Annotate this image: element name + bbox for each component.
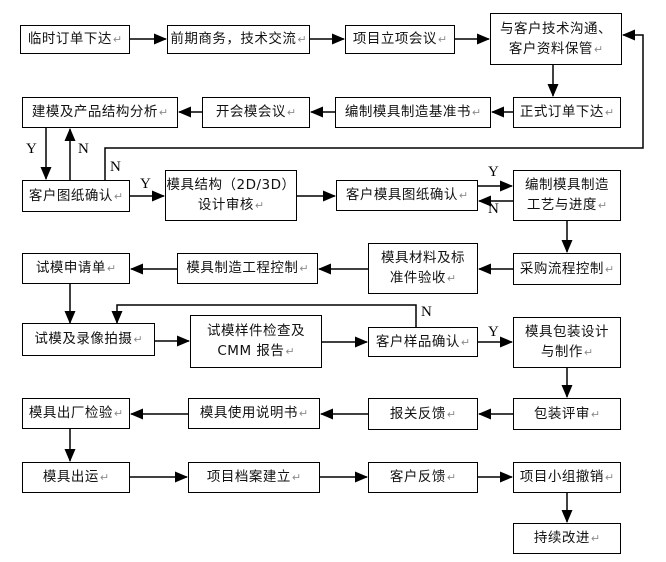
line-break-mark: ↵ bbox=[583, 346, 594, 359]
node-label: 模具材料及标 准件验收 bbox=[381, 250, 465, 286]
line-break-mark: ↵ bbox=[106, 262, 117, 275]
line-break-mark: ↵ bbox=[590, 407, 601, 421]
branch-label-y: Y bbox=[26, 141, 37, 157]
node-label: 试模及录像拍摄 bbox=[34, 331, 133, 347]
node-customer-sample-confirm: 客户样品确认↵ bbox=[368, 327, 478, 357]
line-break-mark: ↵ bbox=[604, 471, 615, 484]
node-label: 客户图纸确认 bbox=[28, 187, 113, 204]
line-break-mark: ↵ bbox=[446, 407, 457, 421]
node-mold-structure-design-review: 模具结构（2D/3D） 设计审核↵ bbox=[165, 170, 297, 221]
node-modeling-structure-analysis: 建模及产品结构分析↵ bbox=[22, 97, 178, 128]
node-pre-business-tech-exchange: 前期商务，技术交流↵ bbox=[167, 25, 310, 54]
branch-label-y: Y bbox=[488, 164, 499, 180]
node-formal-order: 正式订单下达↵ bbox=[513, 97, 621, 128]
node-label: 与客户技术沟通、 客户资料保管 bbox=[500, 20, 612, 57]
line-break-mark: ↵ bbox=[299, 262, 309, 275]
branch-label-n: N bbox=[78, 141, 89, 157]
line-break-mark: ↵ bbox=[133, 333, 143, 346]
line-break-mark: ↵ bbox=[158, 106, 169, 119]
node-label: 试模申请单 bbox=[35, 260, 106, 276]
line-break-mark: ↵ bbox=[458, 189, 469, 202]
node-label: 编制模具制造 工艺与进度 bbox=[525, 177, 609, 213]
arrow-drawing-confirm-to-customer-comm-N bbox=[104, 29, 644, 180]
node-customer-mold-drawing-confirm: 客户模具图纸确认↵ bbox=[336, 180, 478, 211]
branch-label-y: Y bbox=[140, 176, 151, 192]
line-break-mark: ↵ bbox=[593, 42, 604, 56]
line-break-mark: ↵ bbox=[99, 471, 110, 484]
node-customer-drawing-confirm: 客户图纸确认↵ bbox=[22, 180, 130, 212]
line-break-mark: ↵ bbox=[437, 33, 448, 46]
node-label: 模具制造工程控制 bbox=[186, 260, 299, 276]
line-break-mark: ↵ bbox=[112, 33, 123, 46]
node-project-team-dissolution: 项目小组撤销↵ bbox=[513, 462, 621, 493]
node-label: 客户模具图纸确认 bbox=[345, 187, 458, 203]
node-project-kickoff-meeting: 项目立项会议↵ bbox=[345, 25, 455, 54]
branch-label-n: N bbox=[488, 201, 499, 217]
line-break-mark: ↵ bbox=[113, 407, 124, 420]
node-factory-inspection: 模具出厂检验↵ bbox=[22, 398, 130, 429]
line-break-mark: ↵ bbox=[446, 471, 457, 484]
node-mold-shipment: 模具出运↵ bbox=[22, 462, 130, 493]
node-label: 模具出厂检验 bbox=[28, 405, 113, 421]
node-label: 临时订单下达 bbox=[27, 31, 112, 47]
node-label: 客户反馈 bbox=[389, 469, 446, 485]
node-label: 项目立项会议 bbox=[352, 31, 437, 47]
node-label: 模具结构（2D/3D） 设计审核 bbox=[166, 177, 296, 213]
node-label: 模具出运 bbox=[42, 469, 99, 485]
node-label: 包装评审 bbox=[533, 405, 590, 422]
node-packaging-design: 模具包装设计 与制作↵ bbox=[513, 317, 621, 368]
node-label: 持续改进 bbox=[533, 530, 590, 546]
node-label: 报关反馈 bbox=[389, 405, 446, 422]
line-break-mark: ↵ bbox=[291, 471, 302, 484]
line-break-mark: ↵ bbox=[113, 189, 124, 203]
node-mold-manufacturing-standard-book: 编制模具制造基准书↵ bbox=[335, 97, 491, 128]
node-label: 编制模具制造基准书 bbox=[344, 104, 471, 120]
node-project-archive: 项目档案建立↵ bbox=[188, 462, 320, 493]
node-procurement-control: 采购流程控制↵ bbox=[513, 253, 621, 285]
line-break-mark: ↵ bbox=[604, 106, 615, 119]
node-customer-tech-communication: 与客户技术沟通、 客户资料保管↵ bbox=[490, 13, 622, 65]
node-label: 采购流程控制 bbox=[519, 260, 604, 277]
line-break-mark: ↵ bbox=[604, 262, 615, 276]
node-label: 模具使用说明书 bbox=[199, 405, 298, 421]
node-label: 建模及产品结构分析 bbox=[31, 104, 158, 120]
node-mold-manufacturing-control: 模具制造工程控制↵ bbox=[177, 253, 318, 284]
line-break-mark: ↵ bbox=[298, 407, 309, 420]
node-mold-meeting: 开会模会议↵ bbox=[202, 97, 310, 128]
line-break-mark: ↵ bbox=[460, 335, 471, 349]
line-break-mark: ↵ bbox=[590, 532, 601, 545]
node-customer-feedback: 客户反馈↵ bbox=[368, 462, 478, 493]
node-trial-mold-application: 试模申请单↵ bbox=[22, 253, 130, 284]
line-break-mark: ↵ bbox=[446, 272, 457, 285]
node-label: 项目小组撤销 bbox=[519, 469, 604, 485]
node-mold-process-schedule: 编制模具制造 工艺与进度↵ bbox=[513, 170, 621, 221]
line-break-mark: ↵ bbox=[471, 106, 482, 119]
node-customs-feedback: 报关反馈↵ bbox=[368, 398, 478, 430]
line-break-mark: ↵ bbox=[297, 33, 307, 46]
node-label: 项目档案建立 bbox=[206, 469, 291, 485]
node-label: 客户样品确认 bbox=[375, 333, 460, 350]
node-material-standard-acceptance: 模具材料及标 准件验收↵ bbox=[368, 243, 478, 294]
node-packaging-review: 包装评审↵ bbox=[513, 398, 621, 430]
node-sample-inspection-cmm-report: 试模样件检查及 CMM 报告↵ bbox=[190, 315, 322, 368]
node-label: 试模样件检查及 CMM 报告 bbox=[207, 323, 305, 359]
node-label: 模具包装设计 与制作 bbox=[525, 324, 609, 360]
node-label: 正式订单下达 bbox=[519, 104, 604, 120]
node-mold-manual: 模具使用说明书↵ bbox=[188, 398, 320, 429]
line-break-mark: ↵ bbox=[597, 199, 608, 212]
branch-label-n: N bbox=[110, 159, 121, 175]
line-break-mark: ↵ bbox=[254, 199, 265, 212]
arrow-sample-confirm-to-trial-video-N bbox=[111, 304, 417, 327]
node-temporary-order: 临时订单下达↵ bbox=[20, 25, 130, 54]
node-continuous-improvement: 持续改进↵ bbox=[513, 523, 621, 554]
line-break-mark: ↵ bbox=[285, 345, 295, 358]
node-trial-mold-video: 试模及录像拍摄↵ bbox=[22, 323, 155, 356]
branch-label-y: Y bbox=[488, 324, 499, 340]
line-break-mark: ↵ bbox=[286, 106, 297, 119]
node-label: 开会模会议 bbox=[215, 104, 286, 120]
node-label: 前期商务，技术交流 bbox=[170, 31, 297, 47]
branch-label-n: N bbox=[421, 304, 432, 320]
